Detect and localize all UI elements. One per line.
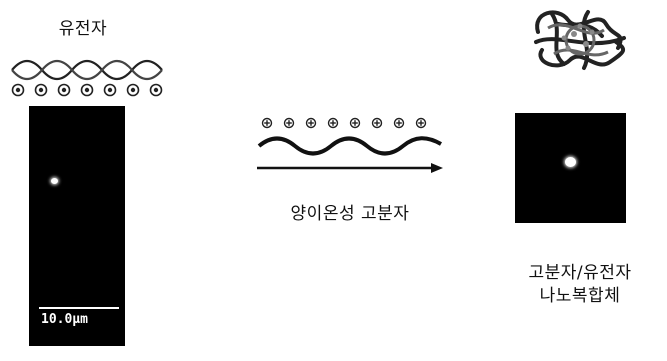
nanocomplex-label-line2: 나노복합체 bbox=[505, 281, 655, 306]
dna-helix-illustration bbox=[10, 56, 168, 100]
polymer-chain bbox=[259, 138, 441, 153]
reaction-arrow bbox=[255, 160, 445, 176]
scale-bar bbox=[39, 307, 119, 309]
nanocomplex-label-line1: 고분자/유전자 bbox=[505, 258, 655, 283]
cationic-polymer-label: 양이온성 고분자 bbox=[245, 199, 455, 224]
scale-bar-label: 10.0μm bbox=[41, 312, 88, 327]
positive-charge-group bbox=[263, 119, 426, 128]
gene-microscopy-image: 10.0μm bbox=[29, 106, 125, 346]
nanocomplex-microscopy-image bbox=[515, 113, 626, 223]
nanocomplex-illustration bbox=[528, 2, 633, 82]
fluorescent-spot bbox=[51, 178, 58, 184]
fluorescent-spot bbox=[565, 157, 576, 167]
negative-charge-group bbox=[13, 85, 162, 96]
gene-label: 유전자 bbox=[48, 14, 118, 39]
